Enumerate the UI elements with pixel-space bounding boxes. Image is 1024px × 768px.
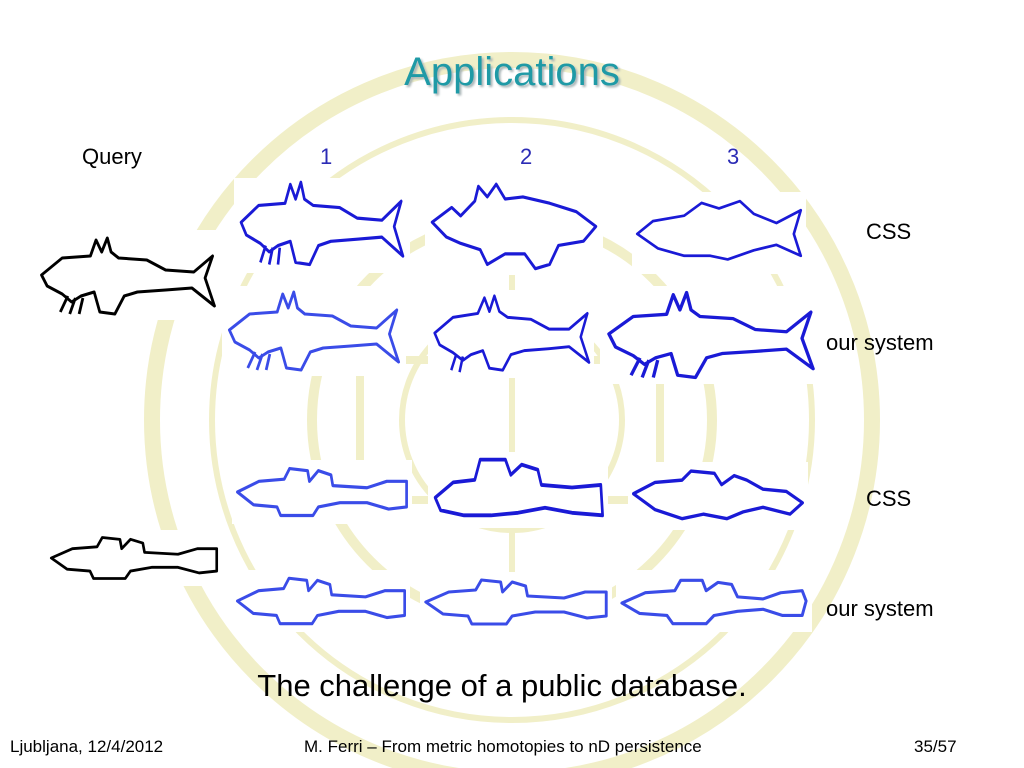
slide-caption: The challenge of a public database. [257, 668, 747, 703]
ours-bottom-result-2 [420, 572, 612, 632]
css-top-result-2 [425, 180, 603, 275]
goby-outline-icon [49, 536, 219, 580]
row-label-ours-top: our system [826, 330, 934, 355]
ours-top-result-3 [600, 286, 822, 384]
rank-header-2: 2 [520, 144, 533, 169]
row-label-css-bottom: CSS [866, 486, 912, 511]
footer-left: Ljubljana, 12/4/2012 [10, 737, 164, 756]
ours-top-result-1 [222, 286, 406, 376]
footer-page-number: 35/57 [914, 737, 957, 756]
rank-header-1: 1 [320, 144, 333, 169]
css-top-result-3 [632, 192, 806, 274]
css-bottom-result-2 [428, 452, 608, 528]
query-header: Query [82, 144, 142, 169]
fish-outline-icon [430, 182, 598, 271]
rank-header-3: 3 [727, 144, 740, 169]
row-label-ours-bottom: our system [826, 596, 934, 621]
ours-bottom-result-1 [232, 570, 410, 632]
goby-outline-icon [236, 576, 406, 626]
fish-outline-icon [635, 199, 803, 261]
fish-outline-icon [227, 290, 401, 372]
css-top-result-1 [234, 178, 410, 273]
ours-bottom-result-3 [616, 570, 812, 632]
goby-outline-icon [236, 466, 408, 518]
goby-outline-icon [424, 578, 608, 626]
footer-center: M. Ferri – From metric homotopies to nD … [304, 737, 702, 756]
slide-title: Applications [404, 50, 620, 94]
query-fish-top [34, 230, 222, 320]
fish-outline-icon [433, 294, 591, 373]
goby-outline-icon [620, 578, 808, 626]
css-bottom-result-1 [232, 460, 412, 524]
row-label-css-top: CSS [866, 219, 912, 244]
query-fish-bottom [46, 530, 222, 586]
fish-outline-icon [40, 236, 216, 316]
goby-outline-icon [632, 469, 804, 521]
fish-outline-icon [607, 290, 815, 380]
fish-outline-icon [239, 180, 405, 267]
goby-outline-icon [433, 457, 604, 518]
ours-top-result-2 [428, 290, 594, 378]
css-bottom-result-3 [628, 462, 808, 530]
